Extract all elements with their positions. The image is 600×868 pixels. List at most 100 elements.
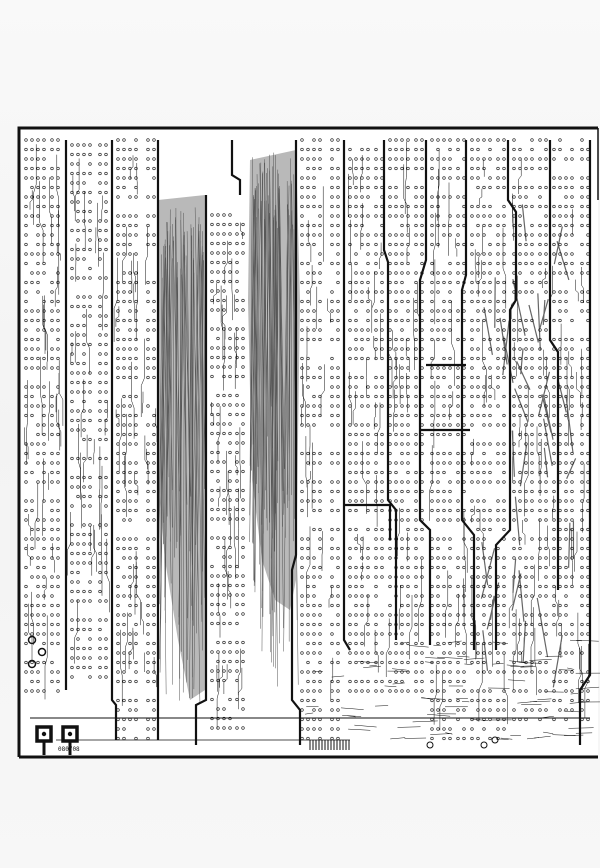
pad: [406, 575, 410, 579]
pad: [406, 318, 410, 323]
pad: [476, 499, 480, 503]
pad: [414, 347, 418, 351]
pad: [56, 309, 60, 313]
pad: [530, 290, 534, 294]
pad: [128, 442, 132, 446]
pad: [134, 413, 138, 418]
signal-trace: [506, 664, 525, 667]
pad: [104, 656, 108, 660]
pad: [488, 594, 492, 598]
pad: [400, 641, 404, 646]
pad: [414, 508, 418, 513]
pad: [88, 276, 92, 280]
pad: [330, 461, 334, 465]
pad: [448, 518, 452, 522]
pad: [70, 228, 74, 233]
pad: [430, 309, 434, 313]
pad: [146, 727, 150, 731]
pad: [88, 171, 92, 176]
pad: [564, 195, 568, 199]
pad: [50, 290, 54, 294]
pad: [436, 451, 440, 456]
pad: [436, 480, 440, 484]
pad: [36, 290, 40, 294]
pad: [42, 470, 46, 475]
pad: [470, 451, 474, 456]
pad: [502, 423, 506, 427]
pad: [488, 138, 492, 142]
pad: [544, 375, 548, 380]
pad: [30, 394, 34, 399]
pad: [420, 138, 424, 142]
pad: [56, 537, 60, 541]
pad: [104, 637, 108, 641]
pad: [42, 299, 46, 304]
pad: [122, 166, 126, 171]
pad: [300, 594, 304, 598]
pad: [228, 365, 232, 369]
pad: [456, 641, 460, 646]
pad: [122, 613, 126, 617]
pad: [470, 242, 474, 247]
pad: [442, 518, 446, 522]
pad: [552, 508, 556, 513]
pad: [488, 157, 492, 161]
pad: [544, 366, 548, 370]
pad: [30, 337, 34, 342]
pad: [456, 660, 460, 665]
pad: [476, 537, 480, 541]
pad: [570, 375, 574, 380]
signal-trace: [140, 338, 145, 417]
pad: [24, 518, 28, 522]
pad: [488, 366, 492, 370]
pad: [430, 670, 434, 674]
pad: [36, 366, 40, 370]
pad: [318, 157, 322, 161]
pad: [380, 299, 384, 304]
pad: [222, 279, 226, 284]
pad: [104, 599, 108, 603]
pad: [496, 480, 500, 484]
signal-trace: [403, 164, 408, 233]
pad: [430, 736, 434, 741]
pad: [470, 442, 474, 446]
pad: [70, 409, 74, 413]
pad: [394, 271, 398, 275]
pad: [228, 498, 232, 502]
pad: [354, 565, 358, 570]
pad: [42, 423, 46, 427]
pad: [56, 318, 60, 323]
pad: [360, 356, 364, 361]
pad: [354, 328, 358, 332]
signal-trace: [364, 595, 369, 647]
pad: [488, 176, 492, 180]
pad: [76, 551, 80, 556]
pad: [300, 451, 304, 456]
pad: [414, 195, 418, 199]
pad: [216, 517, 220, 521]
pad: [470, 413, 474, 418]
pad: [544, 328, 548, 332]
pad: [366, 575, 370, 579]
pad: [530, 204, 534, 209]
pad: [104, 418, 108, 423]
pad: [488, 347, 492, 351]
pad: [76, 181, 80, 185]
pad: [442, 698, 446, 703]
pad: [312, 233, 316, 237]
signal-trace: [28, 603, 33, 661]
pad: [394, 347, 398, 351]
pad: [104, 361, 108, 366]
pad: [330, 413, 334, 418]
pad: [366, 318, 370, 323]
pad: [98, 257, 102, 261]
pad: [330, 261, 334, 266]
pad: [502, 651, 506, 655]
pad: [394, 337, 398, 342]
signal-trace: [556, 599, 560, 637]
pad: [406, 603, 410, 608]
pad: [430, 280, 434, 285]
pad: [354, 394, 358, 399]
pad: [128, 584, 132, 589]
pad: [348, 214, 352, 218]
